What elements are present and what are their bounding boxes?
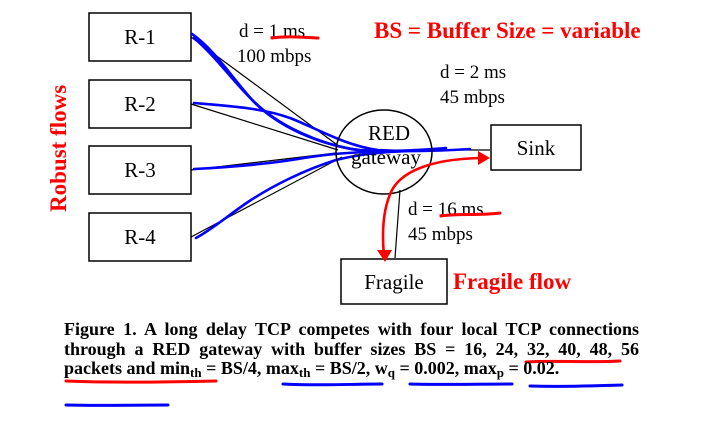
sink-label: Sink	[517, 136, 556, 160]
bs-underline-1	[524, 359, 622, 364]
sink-node: Sink	[490, 124, 582, 171]
flow-trace-r3	[192, 150, 382, 171]
flow-trace-r2	[192, 101, 472, 153]
min-th-value: = BS/4	[201, 358, 257, 378]
minth-underline	[281, 382, 384, 387]
wq-underline	[528, 383, 624, 388]
caption-wq: wq = 0.002	[374, 358, 455, 380]
fragile-label: Fragile	[364, 270, 423, 294]
bs-underline-2	[64, 379, 218, 384]
sink-box	[490, 124, 582, 171]
max-p-sub: p	[496, 365, 504, 380]
robust-link-bandwidth: 100 mbps	[237, 46, 311, 67]
caption-underlines	[64, 359, 624, 407]
sink-link-delay: d = 2 ms	[440, 62, 506, 83]
caption-comma-3: ,	[454, 358, 464, 378]
caption-comma-2: ,	[365, 358, 375, 378]
caption-bs-values: BS = 16, 24, 32, 40, 48, 56 packets	[64, 338, 639, 378]
router-r2-label: R-2	[124, 92, 156, 116]
fragile-arrowhead-down	[377, 250, 392, 262]
red-gateway-label-line2: gateway	[351, 145, 421, 169]
wq-sub: q	[387, 365, 395, 380]
router-r3-label: R-3	[124, 158, 156, 182]
router-r1: R-1	[88, 12, 192, 62]
caption-and: and	[122, 358, 161, 378]
max-th-prefix: max	[265, 358, 299, 378]
link-gateway-fragile	[394, 189, 401, 259]
figure-caption: Figure 1. A long delay TCP competes with…	[64, 319, 639, 380]
max-th-value: = BS/2	[310, 358, 366, 378]
min-th-prefix: min	[160, 358, 191, 378]
link-r2-gateway	[190, 103, 339, 151]
flow-trace-r4	[194, 149, 412, 240]
buffer-size-annotation: BS = Buffer Size = variable	[374, 18, 641, 43]
red-gateway: RED gateway	[335, 109, 433, 195]
min-th-sub: th	[190, 365, 202, 380]
router-r4-box	[88, 212, 192, 262]
fragile-flow-annotation: Fragile flow	[453, 269, 572, 294]
wq-value: = 0.002	[394, 358, 455, 378]
router-r3: R-3	[88, 145, 192, 195]
fragile-flow-arrow	[377, 151, 490, 262]
fragile-arrowhead-right	[478, 151, 490, 165]
sink-link-bandwidth: 45 mbps	[440, 87, 505, 108]
router-r1-label: R-1	[124, 25, 156, 49]
caption-max-p: maxp = 0.02	[463, 358, 555, 380]
fragile-flow-path	[381, 156, 488, 258]
router-r2-box	[88, 79, 192, 129]
router-r4-label: R-4	[124, 225, 156, 249]
caption-comma-1: ,	[256, 358, 266, 378]
red-gateway-ellipse	[335, 109, 433, 195]
router-r1-box	[88, 12, 192, 62]
robust-delay-underline	[270, 35, 320, 40]
caption-text: Figure 1. A long delay TCP competes with…	[64, 319, 639, 359]
fragile-node: Fragile	[340, 258, 448, 305]
fragile-delay-underline	[439, 211, 502, 218]
max-th-sub: th	[298, 365, 311, 380]
router-r4: R-4	[88, 212, 192, 262]
caption-max-th: maxth = BS/2	[265, 358, 366, 380]
robust-flows-annotation: Robust flows	[46, 85, 71, 212]
router-r2: R-2	[88, 79, 192, 129]
caption-min-th: minth = BS/4	[160, 358, 257, 380]
red-gateway-label-line1: RED	[368, 121, 410, 145]
robust-flow-traces	[190, 32, 472, 240]
wq-prefix: w	[374, 358, 388, 378]
max-p-value: = 0.02	[503, 358, 555, 378]
caption-period: .	[554, 358, 560, 378]
fragile-box	[340, 258, 448, 305]
max-p-prefix: max	[463, 358, 497, 378]
fragile-link-bandwidth: 45 mbps	[408, 224, 473, 245]
